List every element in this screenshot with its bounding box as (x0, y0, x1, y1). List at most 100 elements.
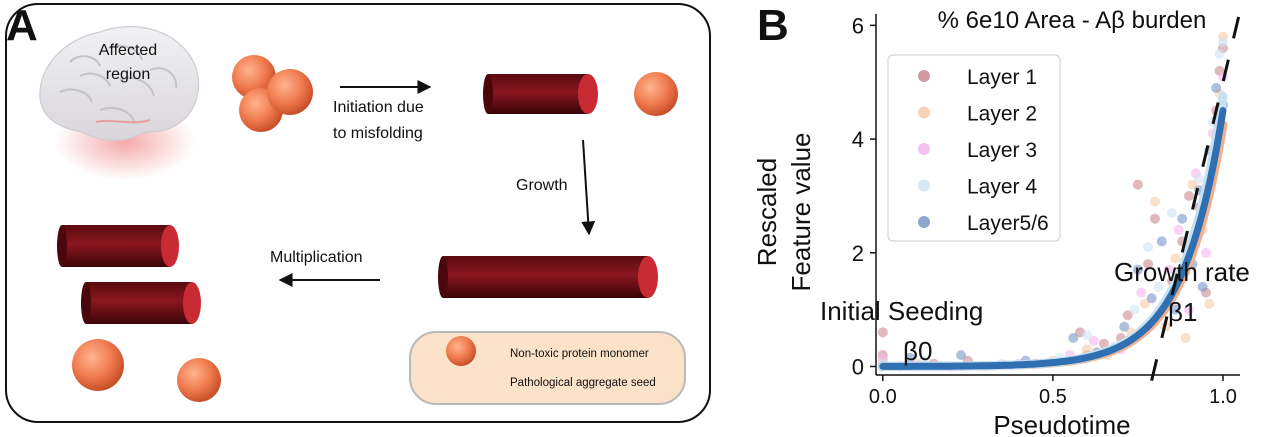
panel-a: A Affected region Initiation due to misf… (5, 1, 711, 423)
scatter-point (1150, 213, 1160, 224)
scatter-point (1211, 82, 1222, 93)
growth-arrow (581, 139, 596, 236)
chart-legend-box (887, 54, 1061, 242)
legend-label: Layer 4 (967, 176, 1037, 199)
fibril-cap (578, 74, 598, 114)
scatter-point (1173, 225, 1184, 235)
x-axis-label: Pseudotime (993, 410, 1130, 437)
growth-label: Growth (516, 177, 568, 194)
scatter-point (1139, 298, 1150, 309)
scatter-point (1132, 179, 1143, 190)
scatter-point (1218, 37, 1228, 48)
annotation-seeding-line2: β0 (903, 336, 932, 366)
monomer-sphere (72, 339, 124, 391)
y-axis-label-line2: Feature value (786, 133, 816, 292)
scatter-point (1088, 335, 1099, 346)
x-tick-label: 1.0 (1209, 386, 1237, 408)
scatter-point (1122, 310, 1133, 321)
scatter-point (1170, 304, 1181, 315)
scatter-point (1098, 338, 1109, 349)
legend-label: Layer 2 (967, 103, 1037, 126)
scatter-point (1163, 264, 1174, 275)
scatter-point (1068, 333, 1079, 343)
scatter-point (1146, 293, 1157, 304)
monomer-sphere (177, 358, 221, 402)
legend-label: Layer 3 (967, 139, 1037, 162)
legend-monomer-icon (446, 336, 476, 366)
y-tick-label: 0 (852, 354, 864, 379)
annotation-growth-line1: Growth rate (1114, 257, 1250, 287)
legend-monomer-label: Non-toxic protein monomer (510, 348, 649, 360)
panel-b-letter: B (757, 1, 789, 50)
scatter-point (956, 350, 966, 361)
scatter-point (1184, 304, 1194, 315)
monomer-sphere (232, 55, 276, 99)
scatter-point (877, 327, 888, 338)
scatter-point (1177, 213, 1188, 224)
initiation-label-line1: Initiation due (333, 99, 424, 116)
scatter-point (905, 352, 915, 363)
scatter-point (1150, 196, 1160, 207)
axes (875, 14, 1240, 376)
scatter-point (1143, 259, 1154, 270)
legend-marker (918, 70, 930, 82)
y-tick-label: 6 (852, 13, 864, 38)
scatter-point (1081, 330, 1092, 341)
legend-label: Layer 1 (967, 66, 1037, 89)
monomer-sphere (267, 69, 313, 115)
initiation-label-line2: to misfolding (333, 125, 423, 142)
fibril-long (438, 256, 658, 298)
legend-marker (918, 143, 930, 155)
multiplication-label: Multiplication (270, 249, 362, 266)
monomer-cluster (232, 55, 313, 132)
annotation-seeding-line1: Initial Seeding (820, 296, 983, 326)
scatter-point (1129, 304, 1140, 315)
legend-marker (918, 216, 930, 228)
brain-label-line2: region (106, 66, 150, 83)
scatter-point (1201, 247, 1211, 258)
legend-marker (918, 106, 930, 119)
scatter-point (1184, 190, 1194, 201)
y-axis-label-line1: Rescaled (752, 158, 782, 266)
scatter-point (1204, 298, 1215, 309)
scatter-point (1214, 48, 1225, 59)
scatter-point (1156, 236, 1167, 247)
panel-a-letter: A (6, 1, 38, 50)
y-tick-label: 4 (852, 127, 864, 152)
fibril-cap (183, 282, 201, 324)
legend-label: Layer5/6 (967, 212, 1049, 235)
scatter-point (1187, 179, 1198, 190)
scatter-point (1194, 173, 1205, 184)
panel-a-legend: Non-toxic protein monomer Pathological a… (409, 331, 686, 405)
chart-legend: Layer 1 Layer 2 Layer 3 Layer 4 Layer5/6 (887, 54, 1061, 242)
scatter-point (1143, 242, 1154, 253)
fibril-short (483, 74, 598, 114)
scatter-point (1136, 287, 1147, 298)
legend-seed-label: Pathological aggregate seed (510, 377, 656, 389)
fibril-multiplied-2 (81, 282, 201, 324)
legend-box (409, 331, 686, 405)
scatter-point (1180, 333, 1191, 343)
legend-marker (918, 179, 930, 192)
x-tick-label: 0.5 (1039, 386, 1067, 408)
fibril-cap (161, 225, 179, 267)
fit-curves (878, 91, 1228, 371)
scatter-point (1132, 264, 1143, 275)
fit-curve (879, 107, 1227, 370)
y-ticks: 0 2 4 6 (852, 13, 876, 379)
y-tick-label: 2 (852, 241, 864, 266)
scatter-point (1153, 281, 1164, 292)
fibril-cap (638, 256, 658, 298)
monomer-sphere (634, 72, 678, 116)
brain-label-line1: Affected (99, 42, 157, 59)
scatter-point (1167, 208, 1177, 218)
scatter-point (1170, 253, 1181, 264)
scatter-point (1197, 281, 1208, 292)
scatter-point (1119, 321, 1130, 332)
brain-icon (39, 26, 200, 141)
brain-illustration (39, 26, 200, 180)
